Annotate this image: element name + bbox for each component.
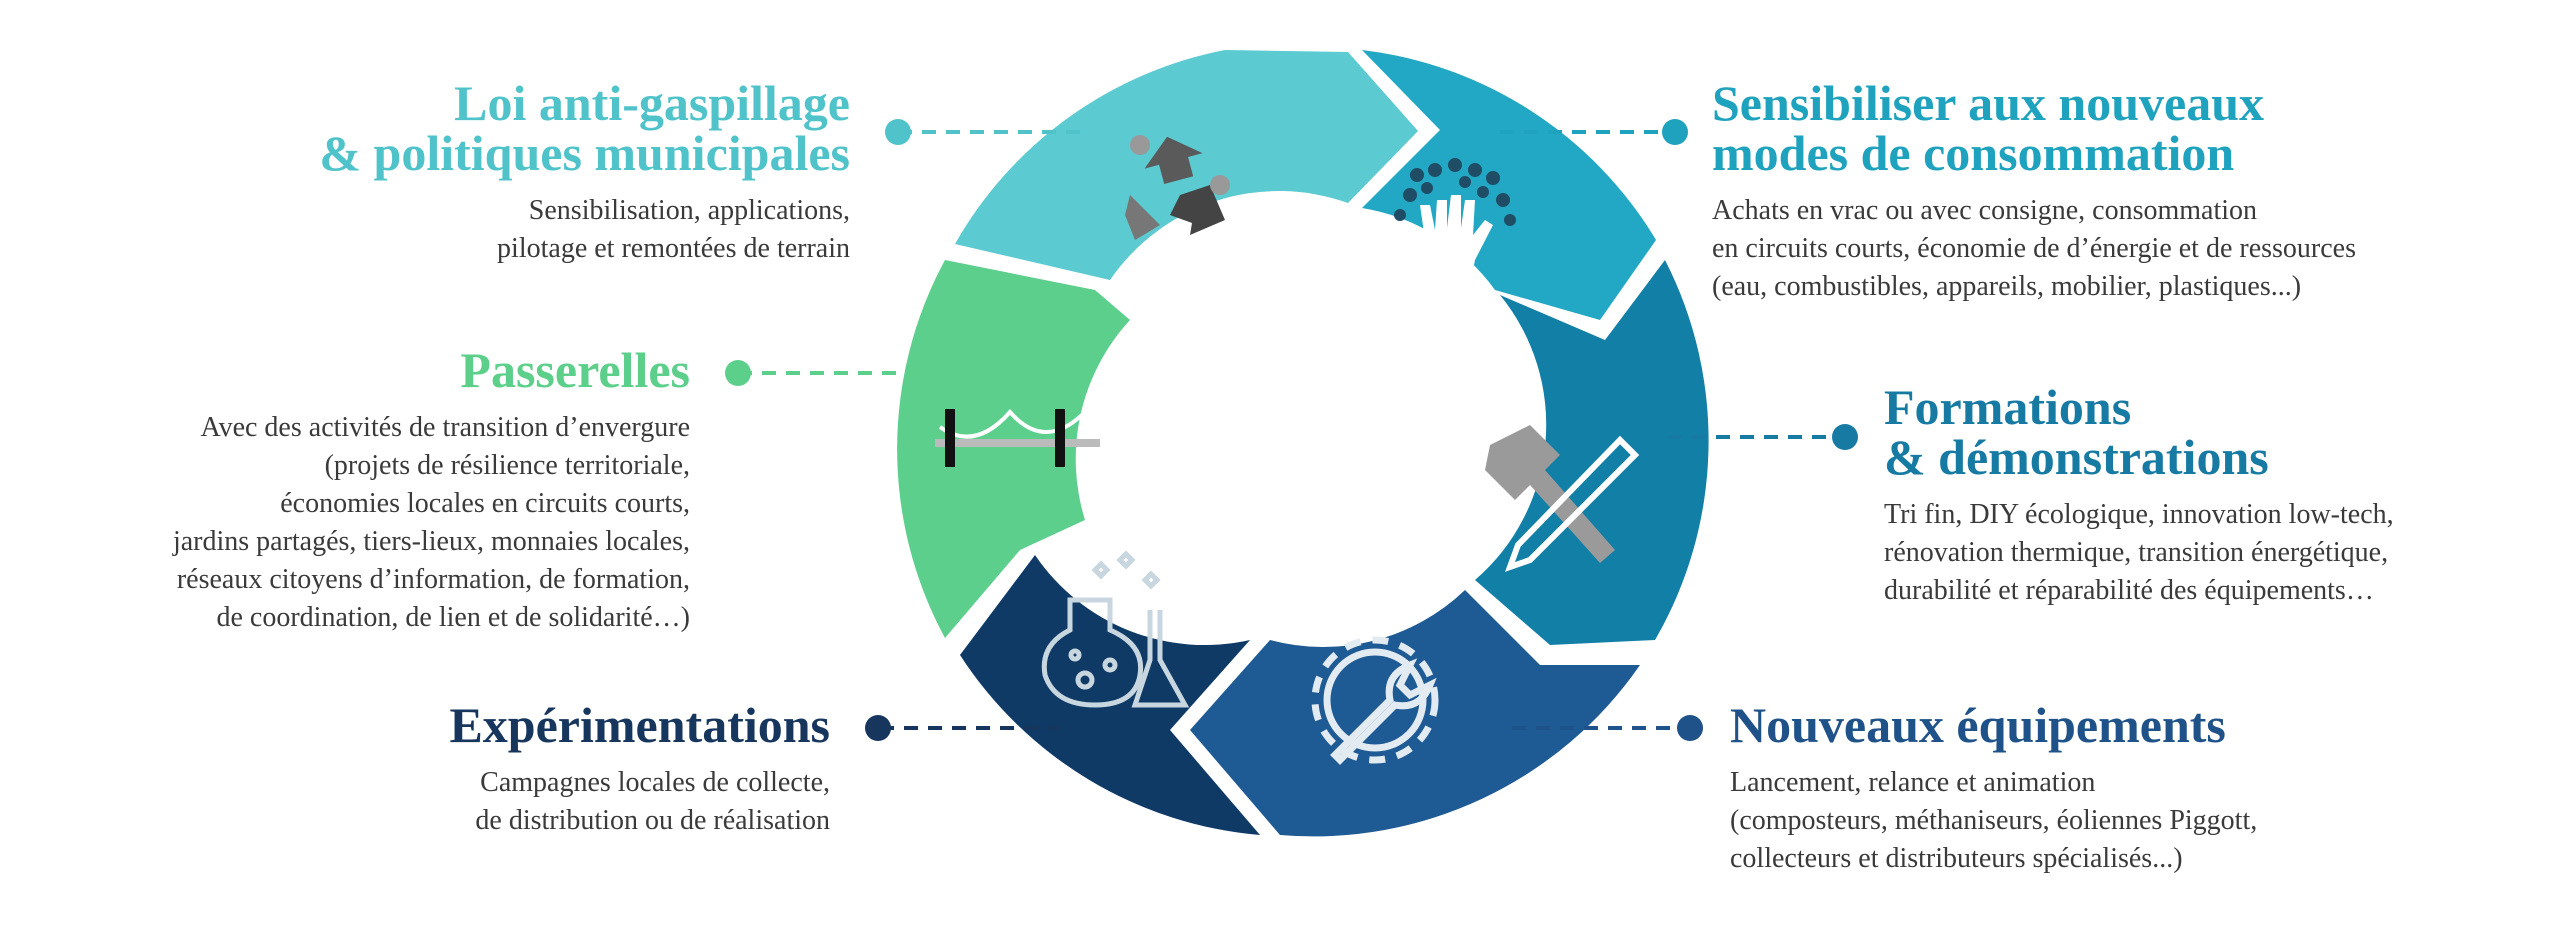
desc-passerelles: Avec des activités de transition d’enver… xyxy=(172,412,690,633)
block-loi: Loi anti-gaspillage & politiques municip… xyxy=(319,78,850,268)
segment-equipements xyxy=(1190,590,1640,837)
title-loi: Loi anti-gaspillage & politiques municip… xyxy=(319,75,850,181)
title-formations: Formations & démonstrations xyxy=(1884,379,2269,485)
desc-experimentations: Campagnes locales de collecte, de distri… xyxy=(475,767,830,836)
bridge-icon xyxy=(935,408,1100,467)
title-experimentations: Expérimentations xyxy=(449,697,830,753)
gear-wrench-icon xyxy=(1311,636,1439,765)
ring-center xyxy=(1100,240,1500,640)
segment-passerelles xyxy=(897,260,1130,638)
desc-equipements: Lancement, relance et animation (compost… xyxy=(1730,767,2258,874)
desc-loi: Sensibilisation, applications, pilotage … xyxy=(497,195,850,264)
title-equipements: Nouveaux équipements xyxy=(1730,697,2226,753)
recycle-icon xyxy=(1125,135,1230,240)
block-passerelles: Passerelles Avec des activités de transi… xyxy=(173,345,690,637)
desc-sensibiliser: Achats en vrac ou avec consigne, consomm… xyxy=(1712,195,2356,302)
segment-experimentations xyxy=(960,555,1260,835)
title-passerelles: Passerelles xyxy=(460,342,690,398)
ring xyxy=(897,50,1709,837)
desc-formations: Tri fin, DIY écologique, innovation low-… xyxy=(1884,499,2394,606)
segment-formations xyxy=(1475,260,1709,645)
block-experimentations: Expérimentations Campagnes locales de co… xyxy=(449,700,830,840)
block-formations: Formations & démonstrations Tri fin, DIY… xyxy=(1884,382,2394,610)
hand-tree-icon xyxy=(1394,158,1516,290)
block-equipements: Nouveaux équipements Lancement, relance … xyxy=(1730,700,2257,878)
connector-dots xyxy=(725,119,1858,741)
title-sensibiliser: Sensibiliser aux nouveaux modes de conso… xyxy=(1712,75,2265,181)
segment-sensibiliser xyxy=(1362,50,1656,320)
hammer-pen-icon xyxy=(1485,425,1640,572)
connectors xyxy=(738,130,1842,730)
block-sensibiliser: Sensibiliser aux nouveaux modes de conso… xyxy=(1712,78,2356,306)
flask-icon xyxy=(1041,550,1190,708)
